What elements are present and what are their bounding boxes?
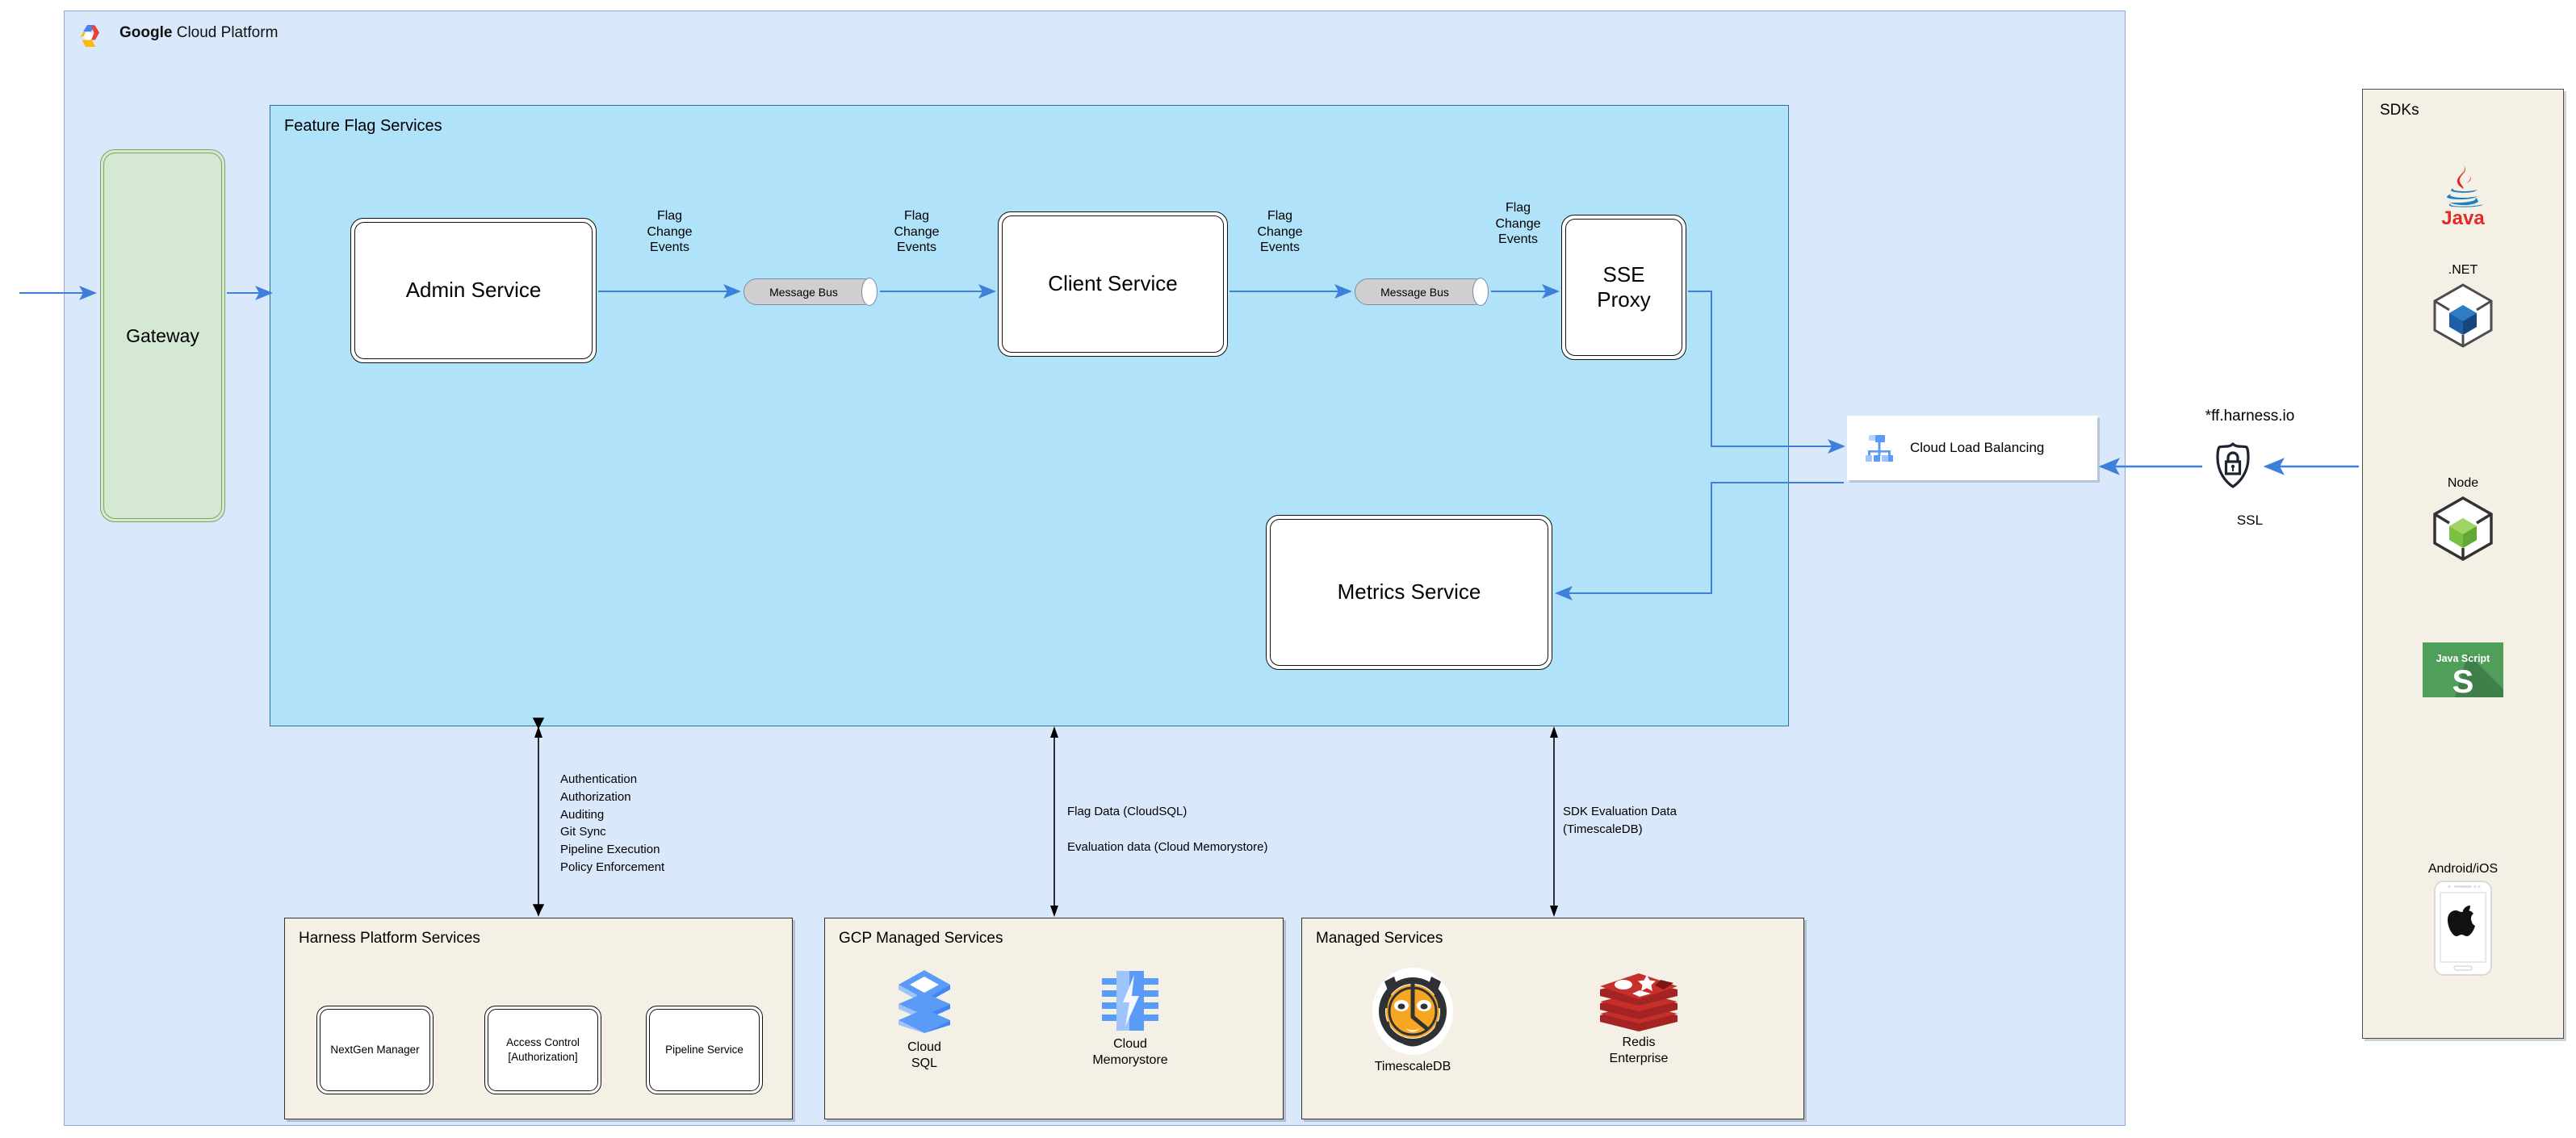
metrics-service-node[interactable]: Metrics Service	[1266, 515, 1552, 670]
edge-label-bus2-to-sse: Flag Change Events	[1495, 201, 1541, 247]
timescaledb-item[interactable]: TimescaleDB	[1344, 967, 1481, 1075]
edge-label-admin-to-bus: Flag Change Events	[647, 209, 693, 255]
nextgen-manager-inner	[320, 1009, 430, 1091]
cloud-memorystore-icon	[1066, 969, 1195, 1033]
admin-service-label: Admin Service	[405, 278, 542, 303]
redis-enterprise-item[interactable]: Redis Enterprise	[1578, 969, 1699, 1067]
feature-flag-services-container	[270, 105, 1789, 726]
metrics-service-inner	[1270, 519, 1548, 666]
message-bus-cap	[861, 278, 878, 306]
gcp-managed-services-title: GCP Managed Services	[839, 930, 1003, 947]
annotation-harness-capabilities: Authentication Authorization Auditing Gi…	[560, 772, 665, 874]
access-control-inner	[488, 1009, 598, 1091]
pipeline-service-label: Pipeline Service	[665, 1043, 743, 1056]
page-title: Google Cloud Platform	[119, 24, 278, 42]
sdk-item-node[interactable]: Node	[2362, 476, 2564, 563]
message-bus-node-1[interactable]: Message Bus	[743, 278, 878, 306]
admin-service-node[interactable]: Admin Service	[350, 218, 597, 363]
svg-text:Java Script: Java Script	[2436, 653, 2491, 664]
cloud-load-balancing-card[interactable]: Cloud Load Balancing	[1847, 416, 2097, 480]
page-title-rest: Cloud Platform	[172, 24, 279, 41]
message-bus-body	[743, 278, 877, 305]
sse-proxy-node[interactable]: SSE Proxy	[1561, 215, 1686, 360]
google-cloud-logo-icon	[74, 23, 102, 50]
feature-flag-services-title: Feature Flag Services	[284, 117, 442, 135]
ssl-shield-lock-icon	[2208, 440, 2258, 490]
client-service-label: Client Service	[1048, 271, 1178, 296]
mobile-phone-apple-icon	[2362, 880, 2564, 977]
nextgen-manager-node[interactable]: NextGen Manager	[316, 1006, 434, 1094]
managed-services-title: Managed Services	[1316, 930, 1443, 947]
access-control-node[interactable]: Access Control [Authorization]	[484, 1006, 601, 1094]
annotation-managed-data: SDK Evaluation Data (TimescaleDB)	[1563, 805, 1677, 836]
message-bus-label: Message Bus	[769, 285, 838, 299]
cloud-sql-label: Cloud SQL	[907, 1040, 941, 1070]
java-logo: Java	[2362, 161, 2564, 230]
edge-label-client-to-bus2: Flag Change Events	[1257, 209, 1303, 255]
client-service-inner	[1002, 215, 1224, 353]
page-title-brand: Google	[119, 24, 173, 41]
sse-proxy-inner	[1565, 219, 1682, 356]
pipeline-service-inner	[649, 1009, 760, 1091]
pipeline-service-node[interactable]: Pipeline Service	[646, 1006, 763, 1094]
timescaledb-label: TimescaleDB	[1374, 1060, 1451, 1073]
message-bus-cap	[1472, 278, 1489, 306]
metrics-service-label: Metrics Service	[1337, 579, 1481, 605]
sdk-caption-dotnet: .NET	[2448, 263, 2478, 277]
cloud-load-balancing-icon	[1862, 430, 1897, 466]
gateway-label: Gateway	[126, 324, 199, 346]
redis-enterprise-label: Redis Enterprise	[1609, 1035, 1669, 1065]
svg-text:S: S	[2452, 664, 2474, 697]
gcp-managed-services-panel	[824, 918, 1284, 1119]
node-cube-icon	[2362, 494, 2564, 563]
ssl-label: SSL	[2236, 513, 2264, 528]
client-service-node[interactable]: Client Service	[998, 211, 1228, 357]
sdk-item-javascript[interactable]: Java Script S	[2362, 642, 2564, 697]
cloud-memorystore-label: Cloud Memorystore	[1092, 1037, 1168, 1067]
gateway-inner-border	[103, 153, 222, 519]
dotnet-cube-icon	[2362, 281, 2564, 350]
sdk-item-dotnet[interactable]: .NET	[2362, 263, 2564, 350]
ssl-hostname-label: *ff.harness.io	[2205, 408, 2295, 425]
message-bus-body	[1355, 278, 1488, 305]
cloud-memorystore-item[interactable]: Cloud Memorystore	[1066, 969, 1195, 1069]
nextgen-manager-label: NextGen Manager	[330, 1043, 420, 1056]
sdks-title: SDKs	[2380, 102, 2419, 119]
access-control-label: Access Control [Authorization]	[506, 1035, 580, 1063]
message-bus-label: Message Bus	[1380, 285, 1449, 299]
cloud-sql-icon	[876, 969, 973, 1036]
javascript-logo: Java Script S	[2362, 642, 2564, 697]
timescaledb-tiger-icon	[1344, 967, 1481, 1056]
sdks-panel	[2362, 89, 2564, 1039]
sdk-item-java[interactable]: Java	[2362, 161, 2564, 230]
edge-label-bus-to-client: Flag Change Events	[894, 209, 940, 255]
annotation-gcp-data: Flag Data (CloudSQL) Evaluation data (Cl…	[1067, 805, 1268, 854]
cloud-load-balancing-label: Cloud Load Balancing	[1910, 440, 2045, 455]
sdk-caption-android-ios: Android/iOS	[2427, 862, 2499, 876]
cloud-sql-item[interactable]: Cloud SQL	[876, 969, 973, 1072]
sdk-item-android-ios[interactable]: Android/iOS	[2362, 862, 2564, 977]
sse-proxy-label: SSE Proxy	[1597, 261, 1651, 312]
svg-text:Java: Java	[2441, 207, 2485, 226]
harness-platform-services-title: Harness Platform Services	[299, 930, 480, 947]
sdk-caption-node: Node	[2447, 476, 2479, 490]
admin-service-inner	[354, 222, 593, 359]
gateway-node[interactable]: Gateway	[100, 149, 225, 522]
message-bus-node-2[interactable]: Message Bus	[1355, 278, 1489, 306]
redis-logo-icon	[1578, 969, 1699, 1031]
